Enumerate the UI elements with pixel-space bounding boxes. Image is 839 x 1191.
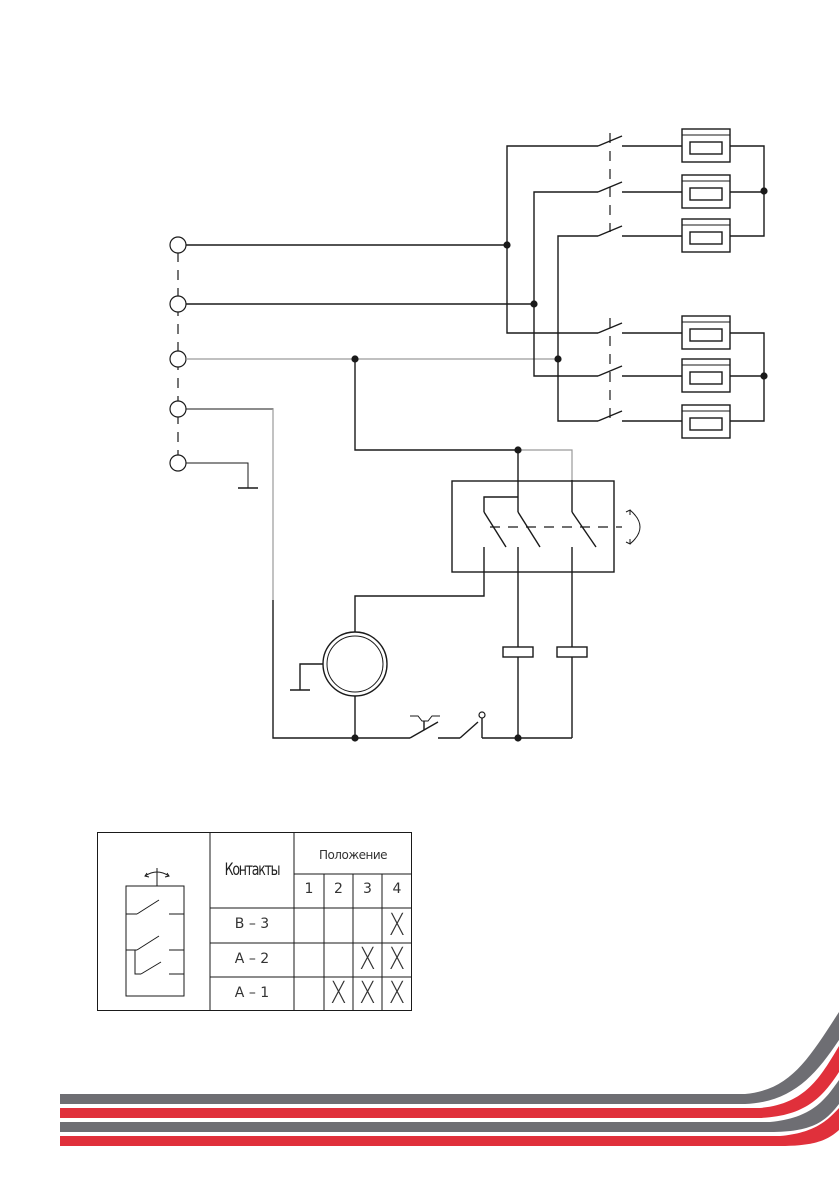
thermal-element: [410, 716, 440, 721]
terminal-1: [170, 237, 186, 253]
bottom-return: [273, 600, 572, 742]
supply-terminals: [170, 237, 186, 471]
heater-3: [682, 219, 730, 252]
heater-2: [682, 175, 730, 208]
terminal-4: [170, 401, 186, 417]
contactor-coils: [503, 647, 587, 738]
motor-circle: [323, 632, 387, 696]
footer-stripes: [60, 1012, 839, 1146]
rotation-arrow-icon: [630, 510, 640, 544]
mark-x-r3-p2: X: [327, 977, 350, 1011]
limit-switch: [460, 722, 478, 738]
control-feed: [355, 359, 572, 497]
mark-x-r1-p4: X: [385, 908, 409, 943]
bus-wires: [186, 245, 558, 600]
heater-5: [682, 359, 730, 392]
risers: [351, 146, 598, 421]
terminal-5: [170, 455, 186, 471]
mark-x-r3-p4: X: [385, 977, 409, 1011]
switch-table: Контакты Положение 1 2 3 4 В – 3 А – 2 А…: [97, 832, 412, 1011]
contact-group-upper: [598, 133, 682, 236]
heater-4: [682, 316, 730, 349]
heating-elements: [682, 129, 768, 438]
terminal-2: [170, 296, 186, 312]
heater-6: [682, 405, 730, 438]
switch-contact: [479, 712, 485, 718]
rotary-switch: [355, 480, 640, 647]
coil-2: [557, 647, 587, 657]
terminal-3: [170, 351, 186, 367]
coil-1: [503, 647, 533, 657]
mark-x-r2-p3: X: [356, 943, 379, 977]
mark-x-r2-p4: X: [385, 943, 409, 977]
motor: [290, 632, 387, 738]
contact-group-lower: [598, 318, 682, 421]
mark-x-r3-p3: X: [356, 977, 379, 1011]
heater-1: [682, 129, 730, 162]
